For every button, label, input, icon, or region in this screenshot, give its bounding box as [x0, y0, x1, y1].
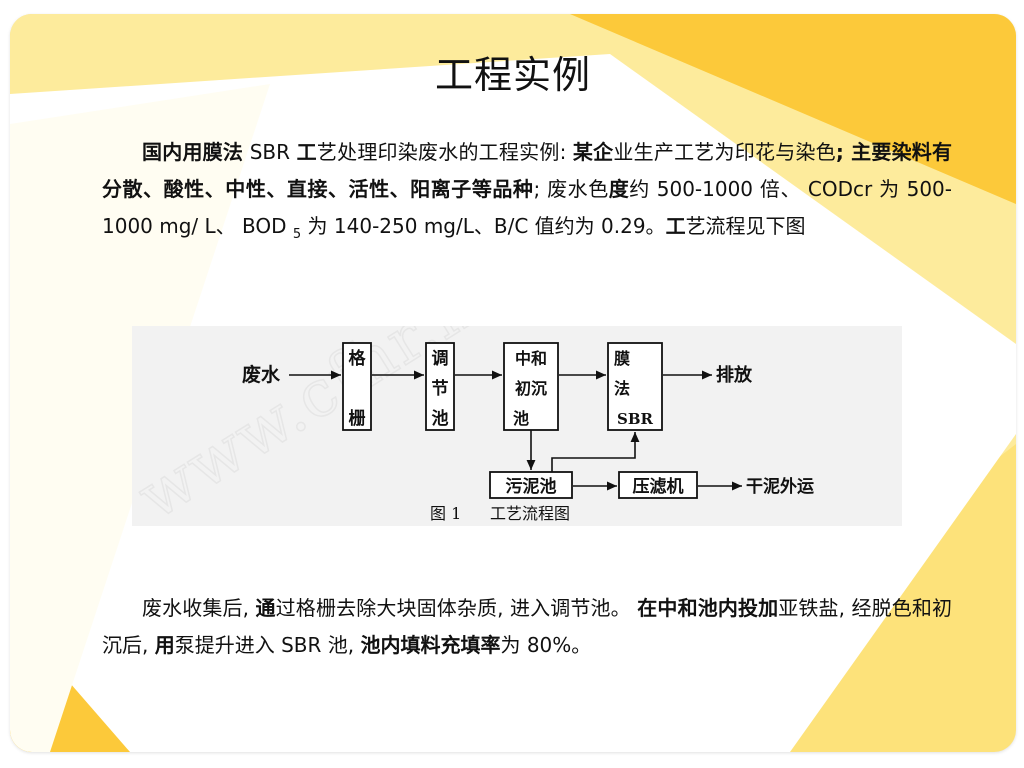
- text-run: 在中和池内投加: [637, 596, 779, 620]
- node-filter-press: [618, 471, 698, 499]
- node-membrane-line2: 法: [614, 379, 630, 398]
- text-run: 艺处理印染废水的工程实例:: [316, 140, 573, 164]
- text-run: 约 500-1000 倍、 CODcr 为 500-1000 mg/ L、 BO…: [102, 177, 952, 238]
- node-adjust-line3: 池: [432, 408, 449, 429]
- node-inlet: 废水: [242, 363, 281, 386]
- subscript: 5: [292, 227, 302, 242]
- text-run: ; 废水色: [533, 177, 609, 201]
- node-adjust-line1: 调: [432, 349, 449, 369]
- text-run: 过格栅去除大块固体杂质, 进入调节池。: [275, 596, 638, 620]
- intro-paragraph: 国内用膜法 SBR 工艺处理印染废水的工程实例: 某企业生产工艺为印花与染色; …: [102, 134, 952, 253]
- node-sludge-tank-label: 污泥池: [506, 476, 557, 497]
- text-run: 泵提升进入 SBR 池,: [174, 633, 361, 657]
- text-run: 亚铁盐, 经脱色和初沉后,: [102, 596, 953, 657]
- text-run: 国内用膜法: [142, 140, 244, 164]
- node-grille-line1: 格: [349, 348, 367, 369]
- process-paragraph: 废水收集后, 通过格栅去除大块固体杂质, 进入调节池。 在中和池内投加亚铁盐, …: [102, 590, 952, 664]
- text-run: 池内填料充填率: [360, 633, 501, 657]
- node-membrane: [607, 342, 663, 431]
- node-sludge-tank: [489, 471, 573, 499]
- process-flow-diagram: www.cfhr.net 废水 格 栅 调 节 池 中和 初沉 池 膜 法 SB…: [132, 326, 902, 526]
- node-adjust-line2: 节: [432, 378, 449, 399]
- text-run: 为 140-250 mg/L、B/C 值约为 0.29。: [301, 214, 666, 238]
- text-run: 通: [255, 596, 276, 620]
- text-run: 用: [154, 633, 175, 657]
- text-run: 工: [665, 214, 686, 238]
- node-neutral: [503, 342, 559, 431]
- node-grille-line2: 栅: [349, 408, 366, 429]
- node-membrane-line1: 膜: [614, 349, 630, 368]
- slide-title: 工程实例: [434, 53, 591, 97]
- slide: 工程实例 国内用膜法 SBR 工艺处理印染废水的工程实例: 某企业生产工艺为印花…: [10, 14, 1016, 752]
- node-adjust: [425, 342, 455, 431]
- text-run: 度: [608, 177, 630, 201]
- node-membrane-line3: SBR: [617, 410, 654, 428]
- text-run: 工: [296, 140, 317, 164]
- caption-title: 工艺流程图: [490, 504, 570, 523]
- caption-number: 图 1: [430, 504, 461, 523]
- node-dry-sludge: 干泥外运: [746, 476, 814, 497]
- text-run: 主要染料有分散、酸性、中性、直接、活性、阳离子等品种: [102, 140, 953, 201]
- text-run: SBR: [243, 140, 297, 164]
- node-filter-press-label: 压滤机: [633, 476, 684, 497]
- text-run: 废水收集后,: [142, 596, 256, 620]
- node-discharge: 排放: [716, 364, 753, 386]
- node-neutral-line3: 池: [513, 409, 529, 428]
- text-run: 某企: [572, 140, 614, 164]
- text-run: 艺流程见下图: [685, 214, 806, 238]
- bg-deep-corner-top-right: [570, 14, 1016, 204]
- node-grille: [342, 342, 372, 431]
- node-neutral-line1: 中和: [515, 349, 547, 368]
- node-neutral-line2: 初沉: [515, 379, 547, 398]
- text-run: ;: [835, 140, 852, 164]
- arrow-sludge-membrane: [551, 432, 640, 472]
- text-run: 业生产工艺为印花与染色: [613, 140, 836, 164]
- text-run: 为 80%。: [500, 633, 592, 657]
